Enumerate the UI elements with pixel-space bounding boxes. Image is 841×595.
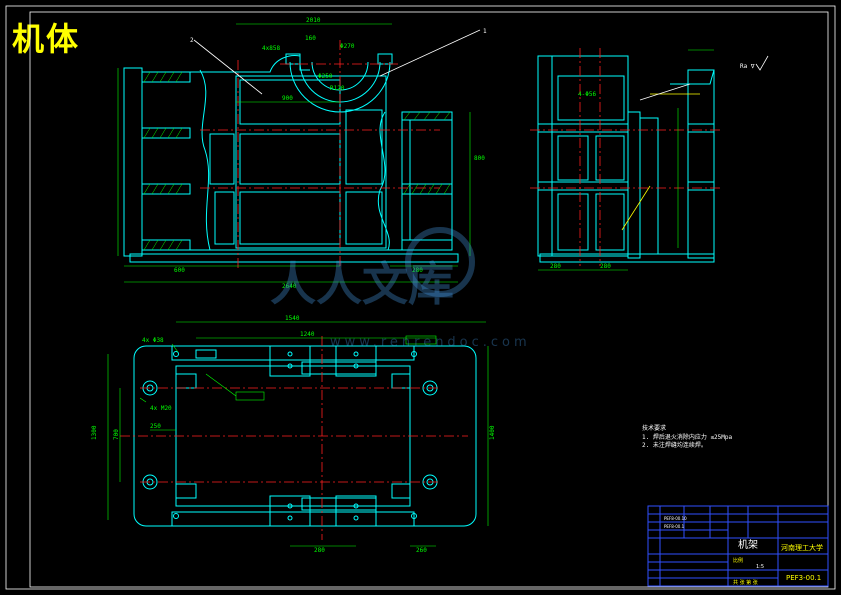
tb-drawing-no: PEF3-00.1 <box>786 574 821 582</box>
dim-phi250: Φ250 <box>318 73 333 80</box>
dim-h1: 800 <box>474 155 485 162</box>
notes-line1: 1. 焊后退火消除内应力 ≤25Mpa <box>642 433 733 441</box>
dim-left-total: 2640 <box>282 283 297 290</box>
dim-plan-left: 700 <box>113 429 120 440</box>
callout-2: 2 <box>190 37 194 44</box>
dim-900: 900 <box>282 95 293 102</box>
callout-1: 1 <box>483 28 487 35</box>
notes-line2: 2. 未注焊缝均连续焊。 <box>642 441 707 449</box>
dim-r120: R120 <box>330 85 345 92</box>
dim-plan-h: 1300 <box>91 425 98 440</box>
tb-scale-label: 比例 <box>733 557 743 564</box>
tb-row1: PEF8-00.10 <box>664 516 687 521</box>
dim-phi270: Φ270 <box>340 43 355 50</box>
tb-scale: 1:5 <box>756 564 764 570</box>
tb-school: 河南理工大学 <box>781 543 823 552</box>
dim-hole-note: 4x Φ38 <box>142 337 164 344</box>
drawing-title: 机体 <box>12 20 81 58</box>
outer-frame <box>5 5 836 590</box>
title-block <box>647 505 829 587</box>
inner-frame <box>29 11 829 588</box>
roughness-check <box>755 55 769 71</box>
tb-part-name: 机架 <box>738 538 758 551</box>
notes-heading: 技术要求 <box>642 424 666 432</box>
dim-plan-250: 250 <box>150 423 161 430</box>
dim-top-width: 2010 <box>306 17 321 24</box>
dim-bottom-b: 280 <box>412 267 423 274</box>
plan-view <box>107 321 489 547</box>
front-view <box>117 23 481 283</box>
dim-side-b: 280 <box>600 263 611 270</box>
dim-hole-note2: 4x M20 <box>150 405 172 412</box>
dim-bottom-a: 600 <box>174 267 185 274</box>
roughness-symbol: Ra ∇ <box>740 63 755 70</box>
callout-4phi56: 4-Φ56 <box>578 91 596 98</box>
tb-sheet-label: 共 张 第 张 <box>733 579 758 586</box>
watermark: 人人文库 www.renrendoc.com <box>270 227 531 350</box>
dim-plan-bottom: 280 <box>314 547 325 554</box>
dim-plan-w: 1540 <box>285 315 300 322</box>
tb-row2: PEF8-00.1 <box>664 524 685 529</box>
dim-plan-right: 260 <box>416 547 427 554</box>
dim-4x858: 4x858 <box>262 45 280 52</box>
watermark-url: www.renrendoc.com <box>330 335 531 350</box>
side-view <box>530 48 720 271</box>
dim-plan-h2: 1400 <box>489 425 496 440</box>
dim-plan-inner: 1240 <box>300 331 315 338</box>
watermark-text: 人人文库 <box>270 257 454 311</box>
dim-side-a: 280 <box>550 263 561 270</box>
dim-160: 160 <box>305 35 316 42</box>
